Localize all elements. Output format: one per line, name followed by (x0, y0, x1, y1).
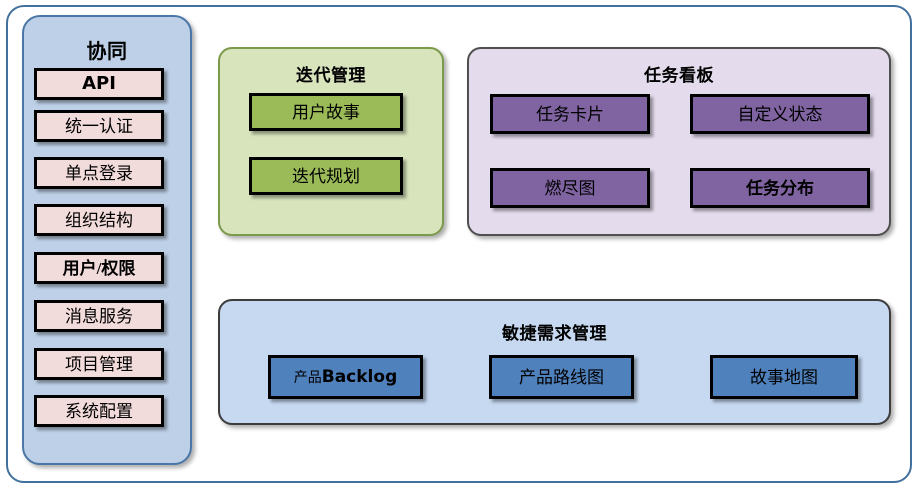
taskboard-item-task-distribution-label: 任务分布 (746, 178, 814, 198)
agile-item-product-backlog[interactable]: 产品Backlog (268, 355, 423, 399)
iteration-item-user-story-label: 用户故事 (292, 102, 360, 122)
iteration-item-user-story[interactable]: 用户故事 (249, 93, 403, 131)
sidebar-item-sso-label: 单点登录 (65, 163, 133, 183)
sidebar-item-unified-auth-label: 统一认证 (65, 116, 133, 136)
taskboard-item-custom-status[interactable]: 自定义状态 (690, 94, 870, 134)
agile-item-product-roadmap[interactable]: 产品路线图 (489, 355, 634, 399)
agile-item-product-backlog-label: 产品Backlog (293, 366, 398, 387)
agile-item-story-map-label: 故事地图 (750, 367, 818, 387)
iteration-item-iteration-plan-label: 迭代规划 (292, 166, 360, 186)
sidebar-item-org-structure-label: 组织结构 (65, 210, 133, 230)
sidebar-item-org-structure[interactable]: 组织结构 (34, 204, 164, 236)
sidebar-item-message-service-label: 消息服务 (65, 306, 133, 326)
taskboard-item-task-distribution[interactable]: 任务分布 (690, 168, 870, 208)
sidebar-item-unified-auth[interactable]: 统一认证 (34, 110, 164, 142)
sidebar-item-sso[interactable]: 单点登录 (34, 157, 164, 189)
agile-item-story-map[interactable]: 故事地图 (710, 355, 858, 399)
agile-item-product-backlog-cjk: 产品 (293, 370, 322, 386)
sidebar-item-system-config[interactable]: 系统配置 (34, 395, 164, 427)
sidebar-item-user-permission-label: 用户/权限 (62, 258, 136, 278)
sidebar-item-project-management-label: 项目管理 (65, 354, 133, 374)
panel-agile-requirement-management-title: 敏捷需求管理 (502, 324, 607, 344)
agile-item-product-backlog-latin: Backlog (321, 366, 398, 387)
taskboard-item-burndown-chart[interactable]: 燃尽图 (490, 168, 650, 208)
sidebar-item-system-config-label: 系统配置 (65, 401, 133, 421)
sidebar-item-project-management[interactable]: 项目管理 (34, 348, 164, 380)
sidebar-item-user-permission[interactable]: 用户/权限 (34, 252, 164, 284)
iteration-item-iteration-plan[interactable]: 迭代规划 (249, 157, 403, 195)
taskboard-item-custom-status-label: 自定义状态 (737, 104, 823, 124)
agile-item-product-roadmap-label: 产品路线图 (519, 367, 604, 387)
taskboard-item-task-card[interactable]: 任务卡片 (490, 94, 650, 134)
panel-iteration-management[interactable]: 迭代管理 (218, 47, 444, 236)
sidebar-item-message-service[interactable]: 消息服务 (34, 300, 164, 332)
sidebar-item-api[interactable]: API (34, 68, 164, 100)
panel-collaboration-title: 协同 (86, 39, 128, 63)
panel-iteration-management-title: 迭代管理 (296, 66, 366, 86)
sidebar-item-api-label: API (82, 73, 116, 94)
panel-task-board-title: 任务看板 (644, 66, 714, 86)
taskboard-item-task-card-label: 任务卡片 (536, 104, 604, 124)
taskboard-item-burndown-chart-label: 燃尽图 (544, 178, 596, 198)
